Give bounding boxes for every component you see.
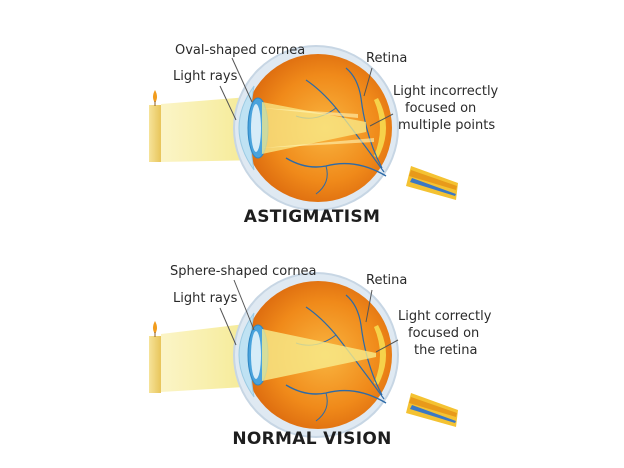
- svg-text:Light correctly: Light correctly: [398, 309, 492, 324]
- svg-text:the retina: the retina: [414, 343, 477, 358]
- eye-illustration: [233, 272, 459, 438]
- cornea-label: Oval-shaped cornea: [175, 43, 305, 58]
- diagram-title: NORMAL VISION: [232, 429, 391, 449]
- normal-vision-diagram: Sphere-shaped cornea Light rays Retina L…: [149, 264, 492, 449]
- focus-description: Light incorrectly focused on multiple po…: [393, 84, 499, 133]
- diagram-title: ASTIGMATISM: [244, 207, 380, 227]
- svg-text:focused on: focused on: [408, 326, 479, 341]
- svg-text:multiple points: multiple points: [398, 118, 495, 133]
- candle-icon: [149, 90, 161, 162]
- astigmatism-diagram: Oval-shaped cornea Light rays Retina Lig…: [149, 43, 499, 227]
- retina-label: Retina: [366, 51, 407, 66]
- cornea-label: Sphere-shaped cornea: [170, 264, 317, 279]
- svg-text:focused on: focused on: [405, 101, 476, 116]
- retina-label: Retina: [366, 273, 407, 288]
- light-rays-label: Light rays: [173, 69, 238, 84]
- eye-illustration: [233, 45, 459, 211]
- focus-description: Light correctly focused on the retina: [398, 309, 492, 358]
- svg-text:Light incorrectly: Light incorrectly: [393, 84, 499, 99]
- candle-icon: [149, 321, 161, 393]
- light-rays-label: Light rays: [173, 291, 238, 306]
